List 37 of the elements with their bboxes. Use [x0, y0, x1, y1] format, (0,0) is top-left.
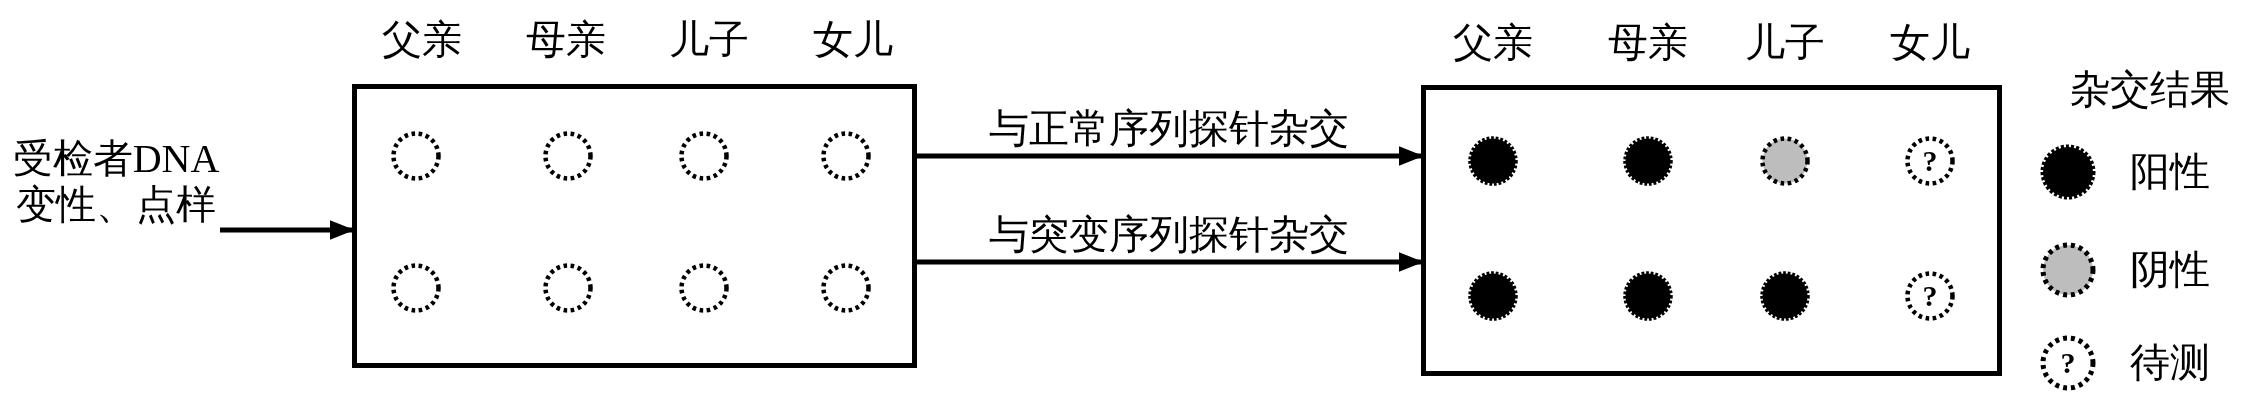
- legend-label: 阴性: [2130, 247, 2210, 293]
- empty-dot: [541, 261, 595, 315]
- column-header: 父亲: [1453, 20, 1533, 66]
- filled-dot: [1621, 269, 1675, 323]
- question-mark: ?: [2060, 346, 2076, 380]
- filled-dot: [1758, 269, 1812, 323]
- column-header: 儿子: [1745, 20, 1825, 66]
- empty-dot: [389, 261, 443, 315]
- question-dot: ?: [1903, 134, 1957, 188]
- edge-label: 与突变序列探针杂交: [989, 212, 1349, 258]
- arrow: [220, 220, 355, 240]
- column-header: 母亲: [526, 17, 606, 63]
- arrow: [917, 146, 1424, 166]
- column-header: 女儿: [1890, 20, 1970, 66]
- question-dot: ?: [1903, 269, 1957, 323]
- column-header: 父亲: [382, 17, 462, 63]
- edge-label: 与正常序列探针杂交: [989, 106, 1349, 152]
- shaded-dot: [1758, 134, 1812, 188]
- empty-dot: [677, 261, 731, 315]
- sample-label: 受检者DNA变性、点样: [0, 136, 232, 228]
- empty-dot: [541, 129, 595, 183]
- legend-title: 杂交结果: [2070, 67, 2230, 113]
- legend-label: 阳性: [2130, 149, 2210, 195]
- membrane-panel: [352, 84, 917, 368]
- filled-dot: [1621, 134, 1675, 188]
- empty-dot: [819, 129, 873, 183]
- column-header: 母亲: [1608, 20, 1688, 66]
- column-header: 儿子: [669, 17, 749, 63]
- arrow: [917, 252, 1424, 272]
- legend-label: 待测: [2130, 340, 2210, 386]
- empty-dot: [819, 261, 873, 315]
- membrane-panel: [1421, 85, 2002, 376]
- empty-dot: [389, 129, 443, 183]
- filled-dot: [1466, 134, 1520, 188]
- filled-dot: [1466, 269, 1520, 323]
- empty-dot: [677, 129, 731, 183]
- column-header: 女儿: [813, 17, 893, 63]
